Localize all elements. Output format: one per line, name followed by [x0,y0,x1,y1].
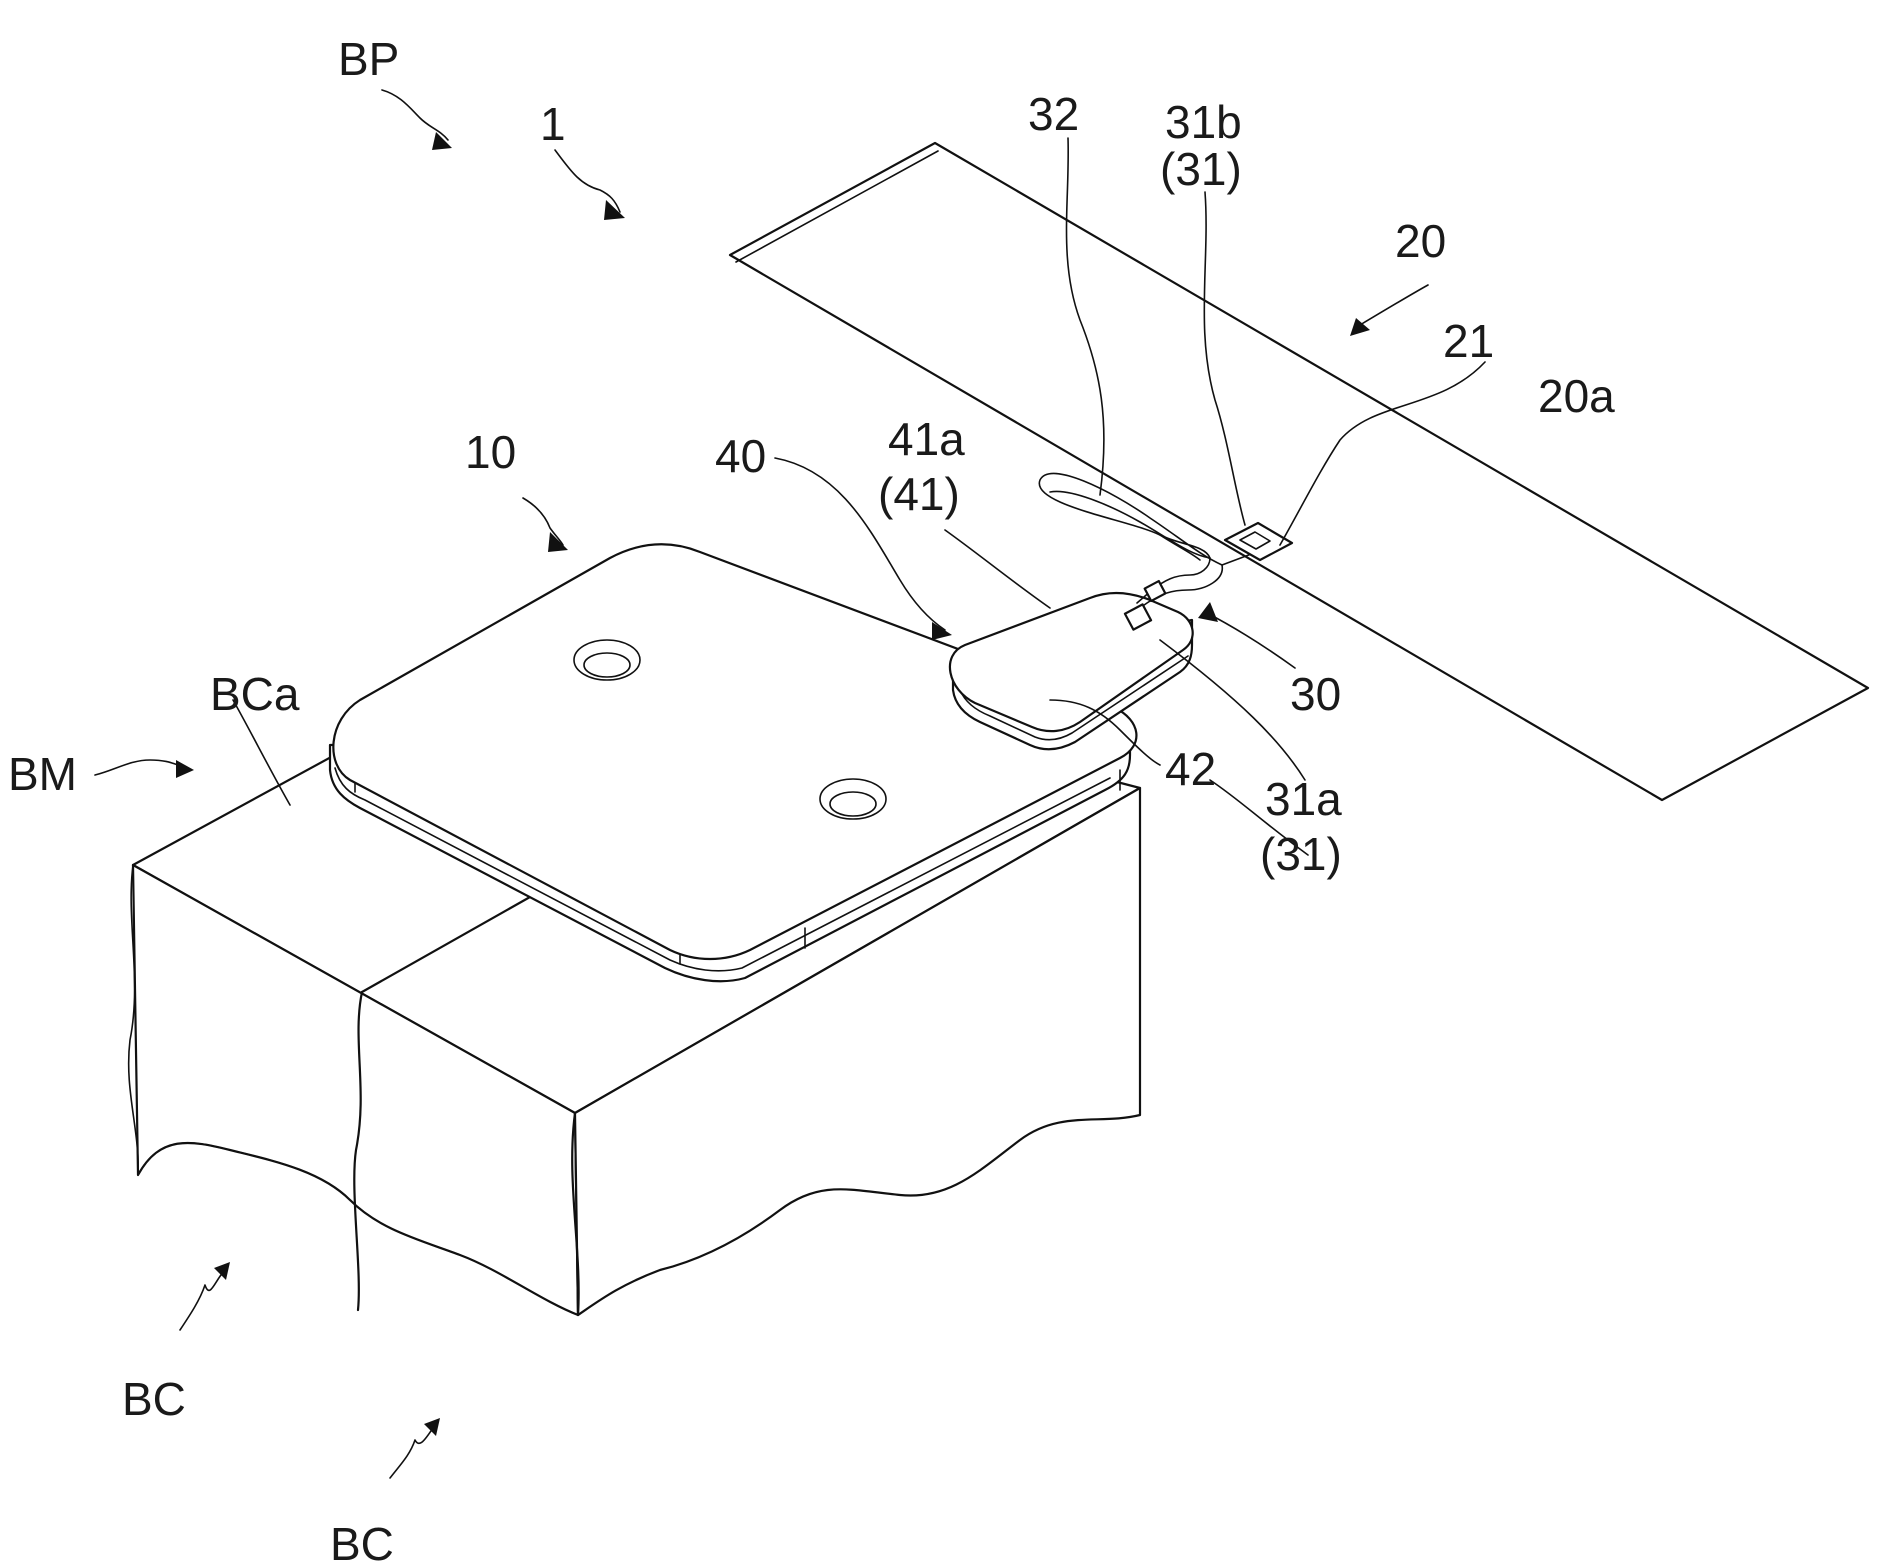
label-40: 40 [715,430,766,482]
label-bp: BP [338,33,399,85]
label-10: 10 [465,426,516,478]
label-bc-bottom: BC [330,1518,394,1564]
label-32: 32 [1028,88,1079,140]
label-31a-paren: (31) [1260,828,1342,880]
label-bca: BCa [210,668,300,720]
label-42: 42 [1165,743,1216,795]
label-31b: 31b [1165,96,1242,148]
label-20: 20 [1395,215,1446,267]
label-1: 1 [540,98,566,150]
label-31a: 31a [1265,773,1342,825]
label-bm: BM [8,748,77,800]
label-41a-paren: (41) [878,468,960,520]
label-21: 21 [1443,315,1494,367]
sensor-unit [950,593,1193,749]
label-31b-paren: (31) [1160,143,1242,195]
label-bc-left: BC [122,1373,186,1425]
label-30: 30 [1290,668,1341,720]
label-20a: 20a [1538,370,1615,422]
label-41a: 41a [888,413,965,465]
